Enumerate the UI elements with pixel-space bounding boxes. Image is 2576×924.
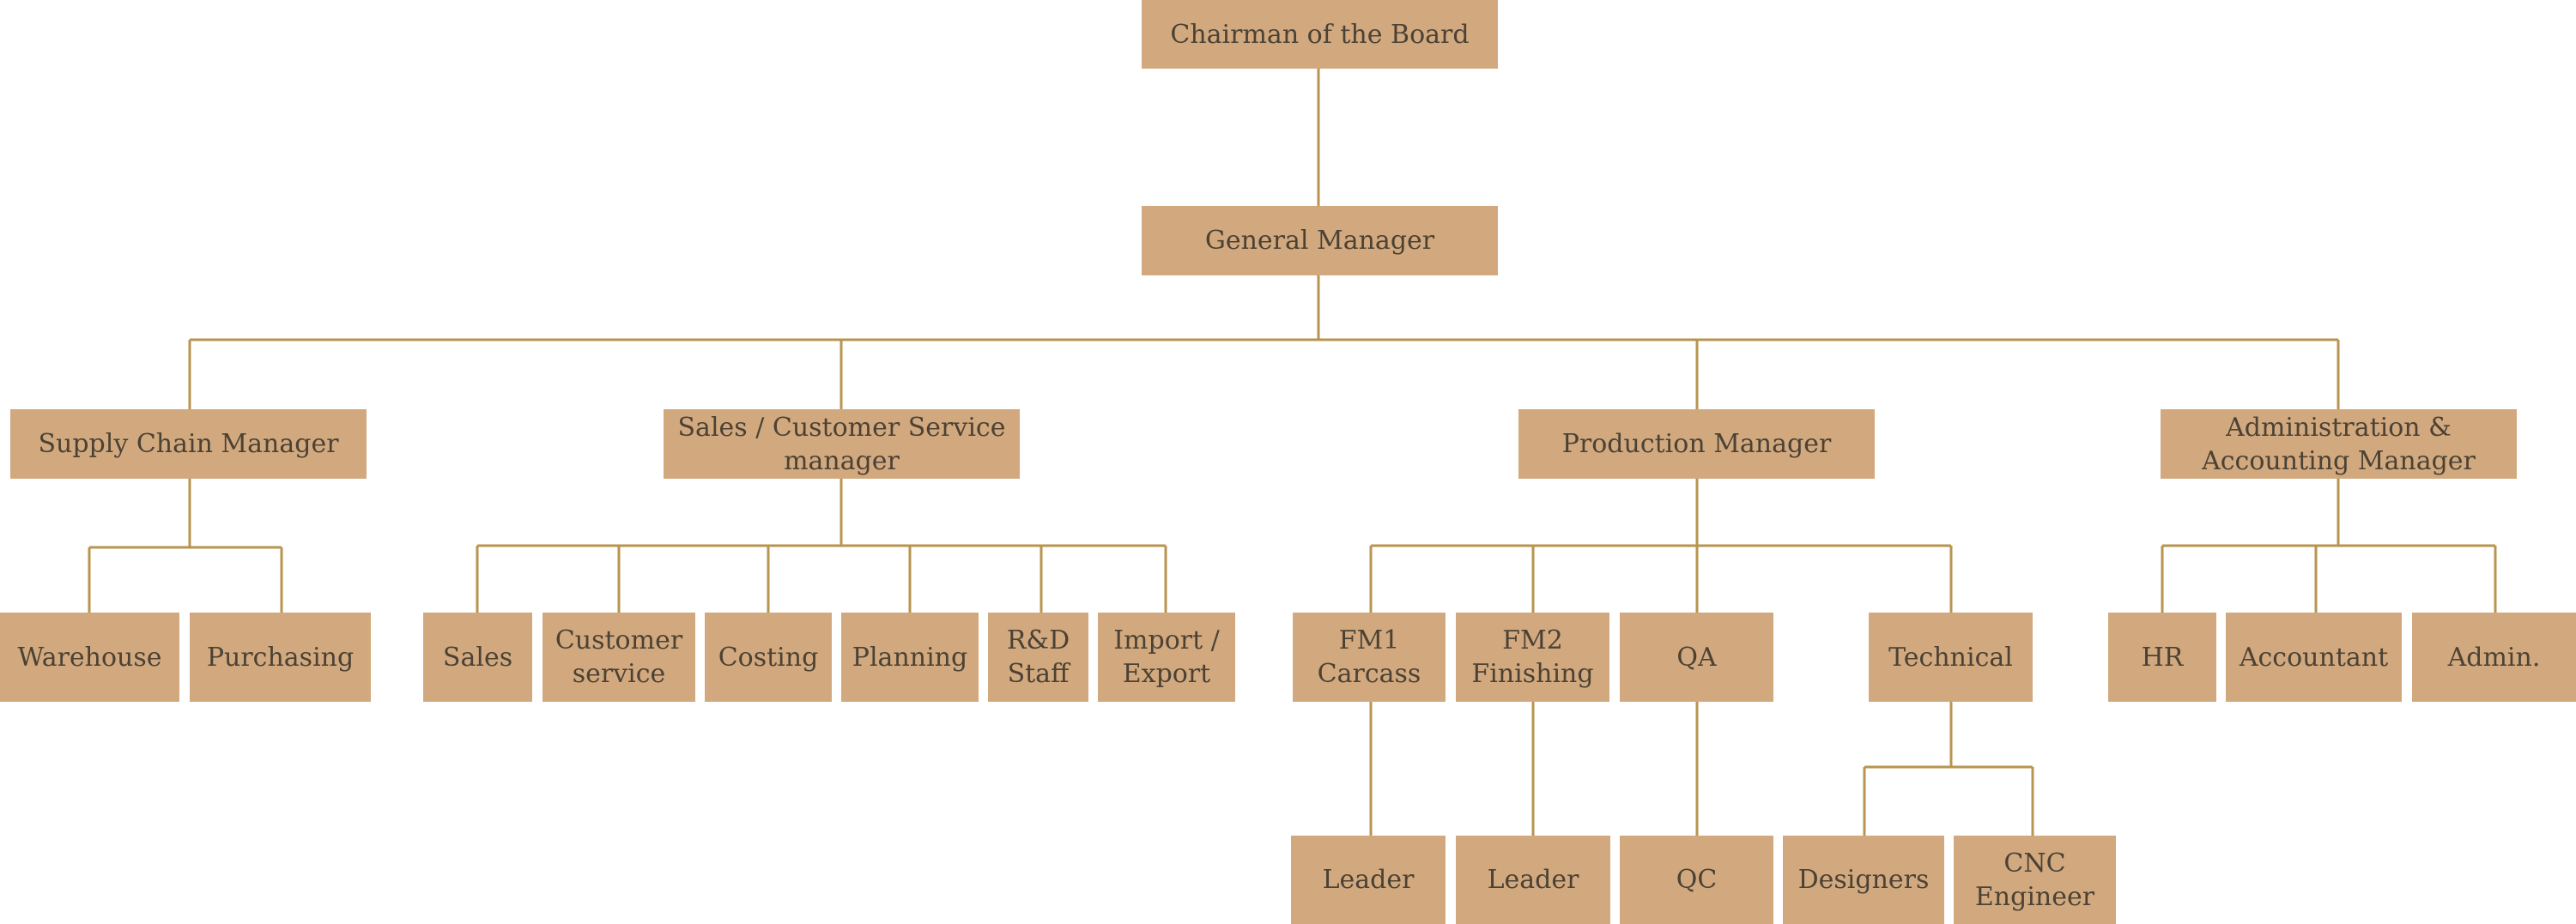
- node-designers[interactable]: Designers: [1783, 836, 1944, 924]
- node-leader-fm1[interactable]: Leader: [1291, 836, 1446, 924]
- node-technical[interactable]: Technical: [1869, 613, 2033, 702]
- node-leader-fm2[interactable]: Leader: [1456, 836, 1610, 924]
- node-costing[interactable]: Costing: [705, 613, 832, 702]
- node-sales[interactable]: Sales: [423, 613, 532, 702]
- node-admin[interactable]: Admin.: [2412, 613, 2576, 702]
- node-purchasing[interactable]: Purchasing: [190, 613, 371, 702]
- node-warehouse[interactable]: Warehouse: [0, 613, 179, 702]
- node-production-manager[interactable]: Production Manager: [1518, 409, 1875, 479]
- node-supply-chain-manager[interactable]: Supply Chain Manager: [10, 409, 367, 479]
- connector-production-bus: [1369, 479, 1953, 613]
- connector-sales-cs-bus: [476, 479, 1167, 613]
- node-import-export[interactable]: Import / Export: [1098, 613, 1235, 702]
- node-customer-service[interactable]: Customer service: [542, 613, 695, 702]
- node-cnc-engineer[interactable]: CNC Engineer: [1954, 836, 2116, 924]
- node-admin-accounting-manager[interactable]: Administration & Accounting Manager: [2161, 409, 2517, 479]
- node-rnd-staff[interactable]: R&D Staff: [988, 613, 1088, 702]
- node-fm2-finishing[interactable]: FM2 Finishing: [1456, 613, 1609, 702]
- node-qa[interactable]: QA: [1620, 613, 1773, 702]
- node-general-manager[interactable]: General Manager: [1142, 206, 1498, 275]
- node-qc[interactable]: QC: [1620, 836, 1773, 924]
- node-chairman[interactable]: Chairman of the Board: [1142, 0, 1498, 69]
- node-sales-cs-manager[interactable]: Sales / Customer Service manager: [664, 409, 1020, 479]
- node-planning[interactable]: Planning: [841, 613, 979, 702]
- connector-admin-acct-bus: [2161, 479, 2497, 613]
- node-accountant[interactable]: Accountant: [2226, 613, 2402, 702]
- connector-supply-chain-bus: [88, 479, 283, 613]
- node-fm1-carcass[interactable]: FM1 Carcass: [1293, 613, 1446, 702]
- node-hr[interactable]: HR: [2108, 613, 2216, 702]
- connector-technical-bus: [1863, 702, 2034, 836]
